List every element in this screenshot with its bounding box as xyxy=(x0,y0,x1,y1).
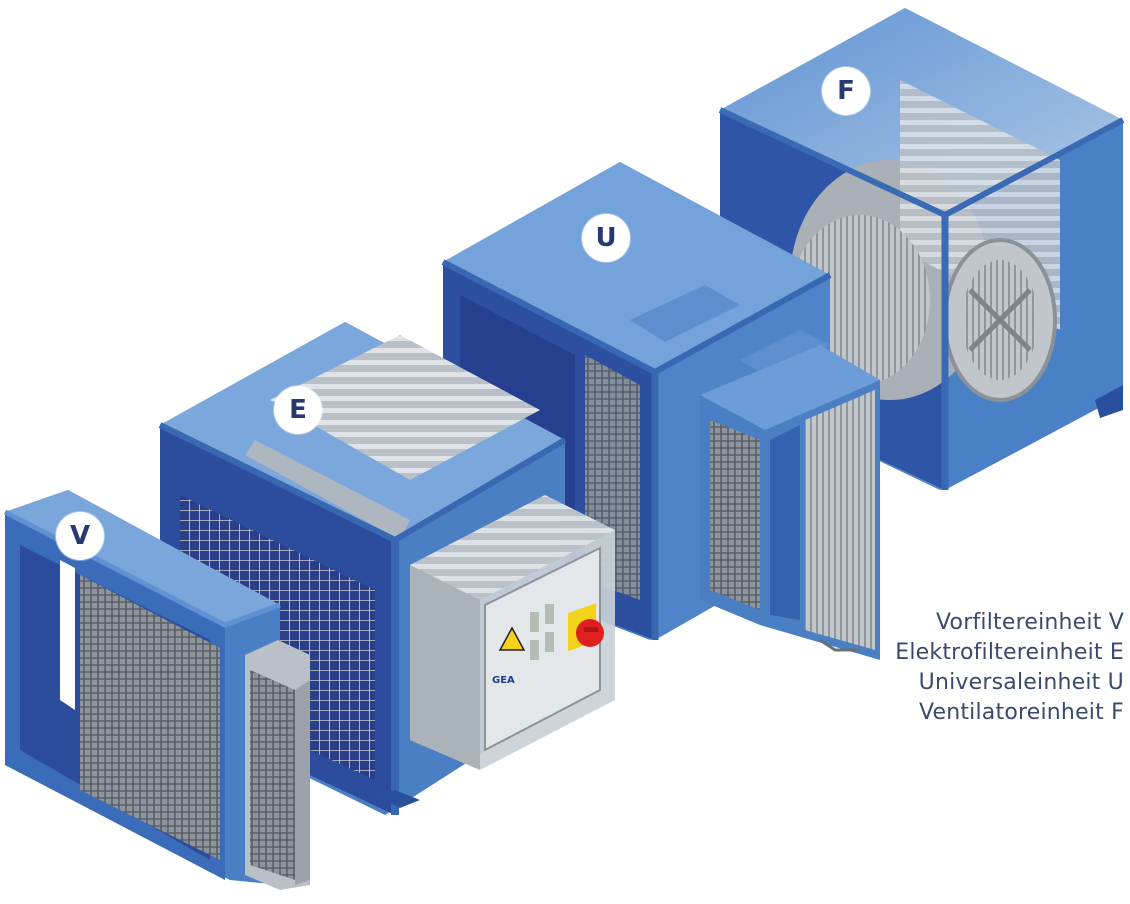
legend-item-e: Elektrofiltereinheit E xyxy=(895,640,1124,665)
module-badge-u: U xyxy=(582,214,630,262)
badge-letter: V xyxy=(69,521,91,551)
module-badge-v: V xyxy=(56,512,104,560)
module-badge-e: E xyxy=(274,386,322,434)
gea-logo: GEA xyxy=(492,675,515,686)
legend: Vorfiltereinheit V Elektrofiltereinheit … xyxy=(895,608,1124,728)
legend-item-f: Ventilatoreinheit F xyxy=(918,700,1124,725)
badge-letter: U xyxy=(595,223,617,253)
module-e-control-cassette xyxy=(410,495,615,770)
badge-letter: E xyxy=(289,395,307,425)
module-v-filter-cartridge xyxy=(245,640,310,890)
module-badge-f: F xyxy=(822,67,870,115)
legend-item-u: Universaleinheit U xyxy=(918,670,1124,695)
module-u-filter-cassette xyxy=(700,345,880,660)
badge-letter: F xyxy=(837,76,855,106)
legend-item-v: Vorfiltereinheit V xyxy=(936,610,1124,635)
svg-text:GEA: GEA xyxy=(492,675,515,686)
